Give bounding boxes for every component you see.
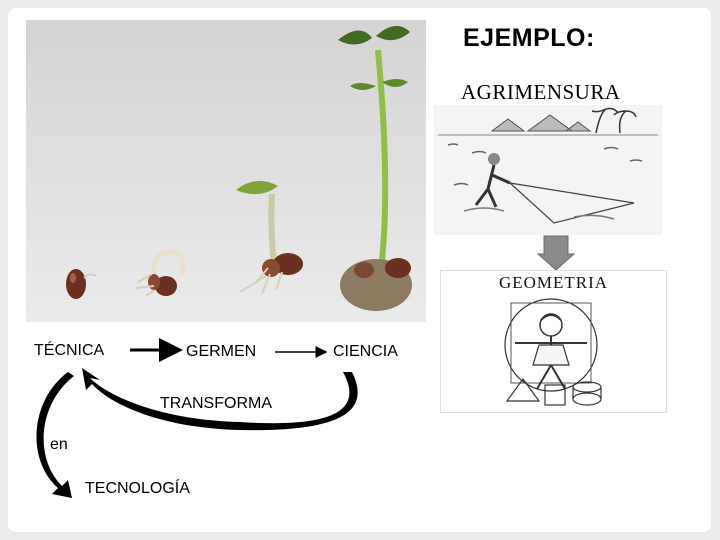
arrow-ciencia-tecnica	[82, 368, 358, 430]
arrow-tecnica-tecnologia	[36, 372, 74, 498]
